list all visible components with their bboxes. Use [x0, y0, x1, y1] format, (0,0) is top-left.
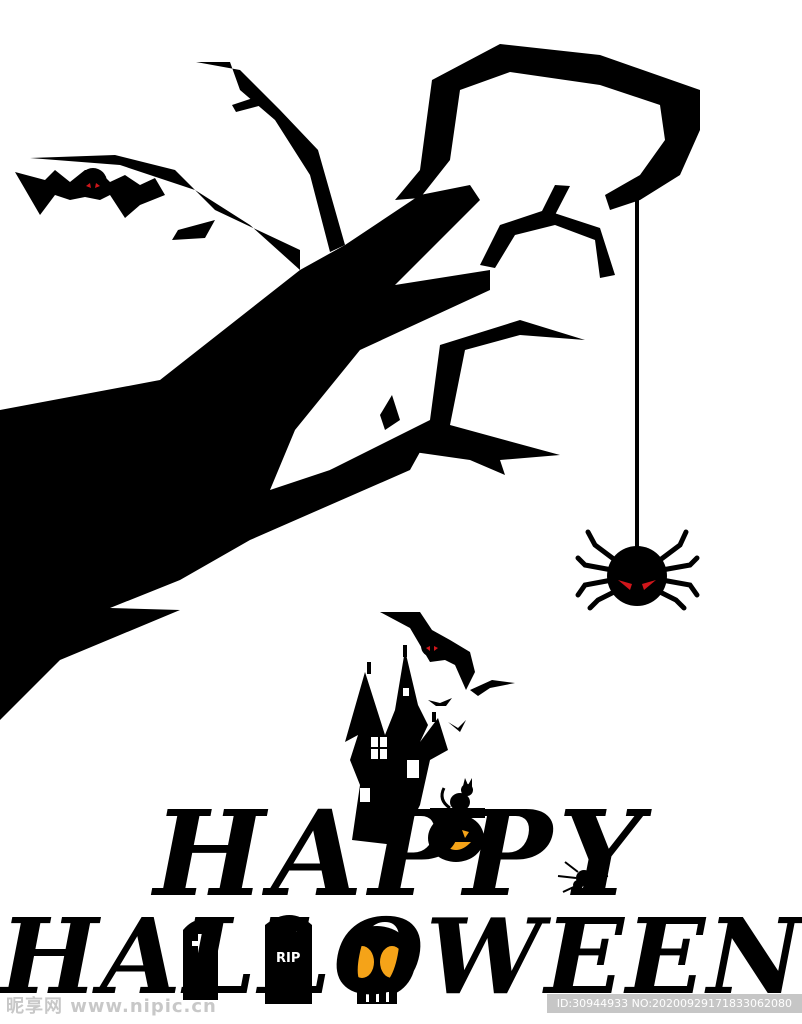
spider-icon — [557, 861, 609, 894]
spider-icon — [575, 195, 700, 611]
bat-icon — [380, 612, 515, 732]
title-halloween: HALLOWEEN — [0, 895, 802, 1018]
bat-icon — [15, 168, 165, 218]
watermark-id: ID:30944933 NO:20200929171833062080 — [546, 994, 802, 1013]
gravestone-label: RIP — [276, 951, 301, 966]
haunted-castle-icon — [345, 645, 448, 845]
pumpkin-icon — [428, 808, 485, 862]
cat-icon — [440, 778, 473, 811]
gravestone-icon — [183, 915, 312, 1004]
tree-icon — [0, 44, 700, 720]
skull-icon — [339, 926, 415, 1004]
title-happy: HAPPY — [153, 784, 649, 923]
watermark-logo: 昵享网 www.nipic.cn — [6, 996, 217, 1017]
